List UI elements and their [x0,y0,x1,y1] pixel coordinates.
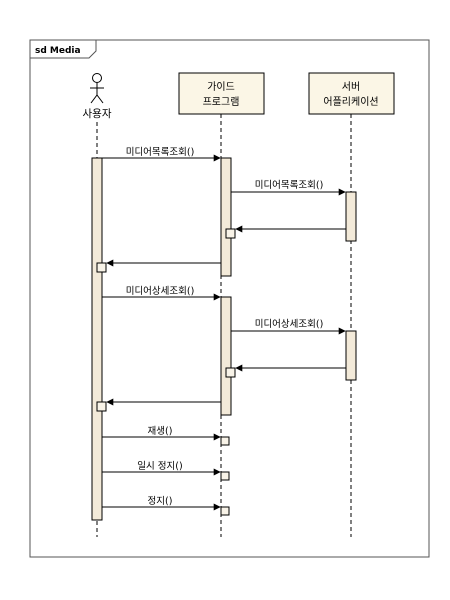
message-pause: 일시 정지() [102,461,221,476]
exec-box [220,471,230,481]
actor-icon [90,73,104,104]
exec-box [96,401,107,412]
exec-box [220,436,230,446]
exec-box [220,506,230,516]
message-list-request: 미디어목록조회() [102,147,221,162]
activation-guide-1 [220,157,232,277]
lifeline-guide-label-line2: 프로그램 [203,96,240,108]
message-label: 정지() [148,496,173,507]
lifeline-server-label-line2: 어플리케이션 [323,96,378,108]
message-detail-request: 미디어상세조회() [102,286,221,301]
lifeline-guide-label-line1: 가이드 [207,81,235,93]
message-label: 재생() [148,426,173,437]
message-label: 미디어목록조회() [126,147,195,158]
activation-guide-2 [220,296,232,416]
message-play: 재생() [102,426,221,441]
frame-label-tab [29,39,97,59]
message-detail-forward: 미디어상세조회() [231,319,346,335]
message-label: 미디어상세조회() [255,319,324,330]
exec-box [225,228,236,239]
activation-actor [91,157,103,521]
actor-label: 사용자 [83,108,112,120]
activation-server-2 [345,330,357,381]
exec-box [96,262,107,273]
lifeline-server-label-line1: 서버 [342,81,360,93]
frame-label: sd Media [35,46,81,56]
lifeline-head-guide: 가이드 프로그램 [178,72,265,115]
message-label: 일시 정지() [137,461,182,472]
exec-box [225,367,236,378]
message-stop: 정지() [102,496,221,511]
message-label: 미디어상세조회() [126,286,195,297]
message-list-forward: 미디어목록조회() [231,180,346,196]
lifeline-head-server: 서버 어플리케이션 [308,72,395,115]
activation-server-1 [345,191,357,242]
message-label: 미디어목록조회() [255,180,324,191]
